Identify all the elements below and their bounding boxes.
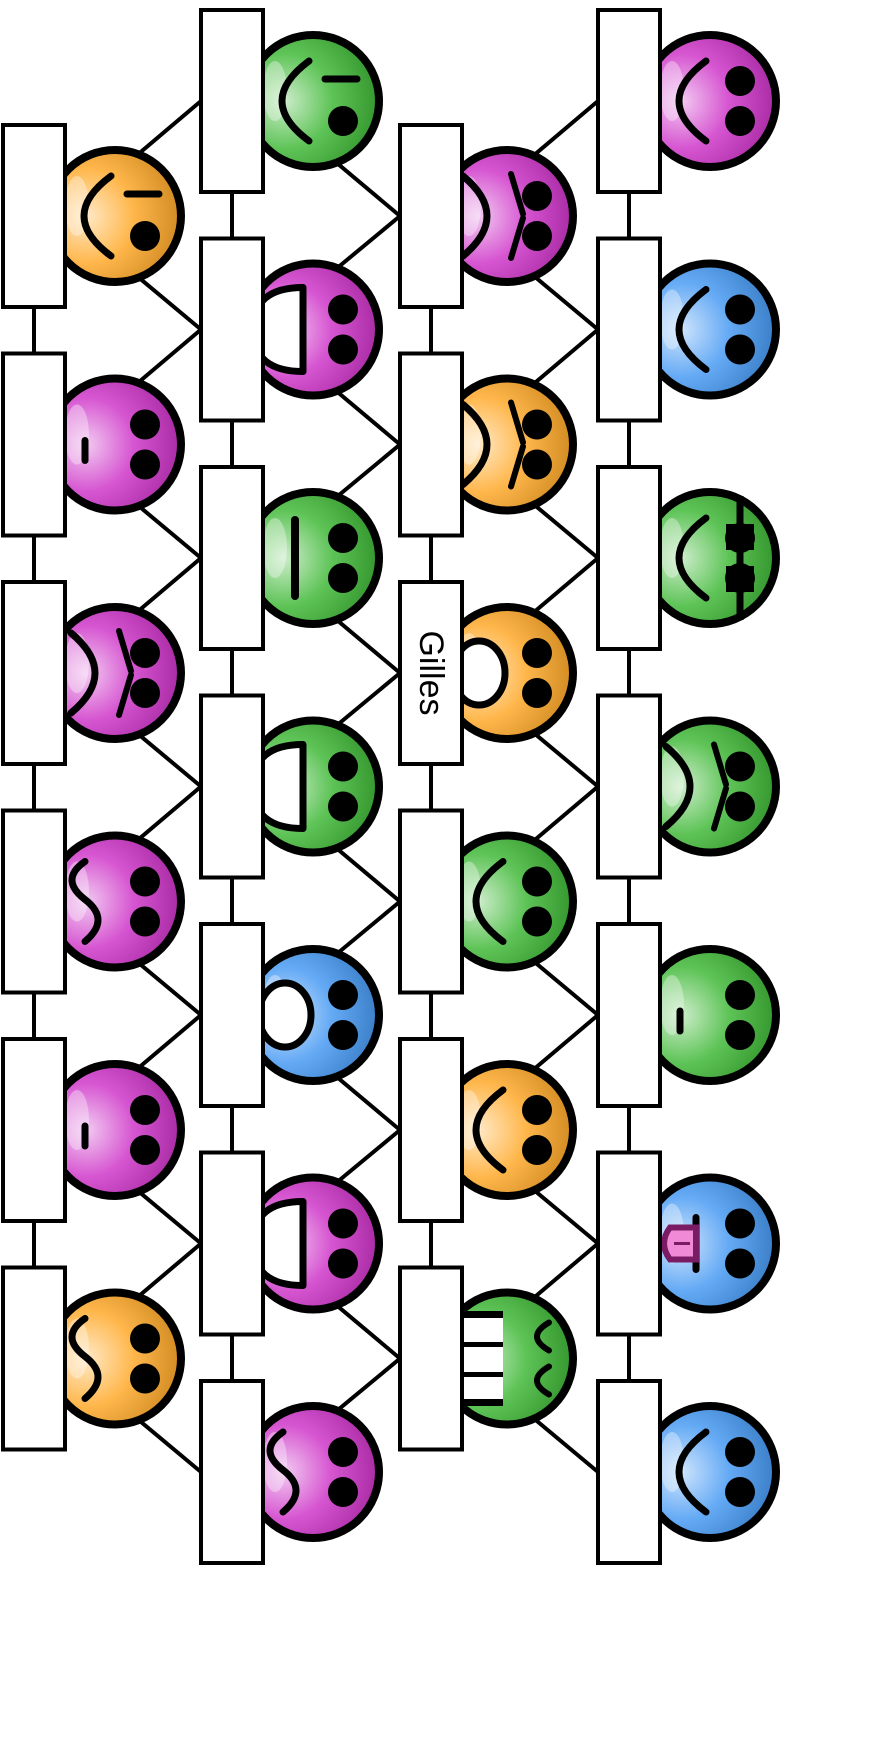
name-slot-box[interactable] xyxy=(201,1153,263,1335)
name-slot-box[interactable]: Gilles xyxy=(400,582,462,764)
name-slot-box[interactable] xyxy=(400,354,462,536)
name-slot-box[interactable] xyxy=(598,467,660,649)
name-slot-box[interactable] xyxy=(598,1381,660,1563)
name-slot-box[interactable] xyxy=(598,10,660,192)
name-slot-box[interactable] xyxy=(598,1153,660,1335)
slot-label: Gilles xyxy=(412,630,450,715)
smiley-face-icon[interactable] xyxy=(49,379,181,511)
name-slot-box[interactable] xyxy=(201,1381,263,1563)
smiley-face-icon[interactable] xyxy=(247,1178,379,1310)
smiley-face-icon[interactable] xyxy=(49,836,181,968)
smiley-face-icon[interactable] xyxy=(247,264,379,396)
name-slot-box[interactable] xyxy=(400,1268,462,1450)
name-slot-box[interactable] xyxy=(400,811,462,993)
name-slot-box[interactable] xyxy=(400,125,462,307)
smiley-face-icon[interactable] xyxy=(247,492,379,624)
smiley-face-icon[interactable] xyxy=(247,35,379,167)
smiley-face-icon[interactable] xyxy=(49,1293,181,1425)
name-slot-box[interactable] xyxy=(3,582,65,764)
name-slot-box[interactable] xyxy=(3,354,65,536)
smiley-face-icon[interactable] xyxy=(644,1178,776,1310)
name-slot-box[interactable] xyxy=(201,696,263,878)
smiley-face-icon[interactable] xyxy=(49,1064,181,1196)
smiley-face-icon[interactable] xyxy=(644,492,776,624)
smiley-face-icon[interactable] xyxy=(644,35,776,167)
smiley-face-icon[interactable] xyxy=(49,150,181,282)
smiley-face-icon[interactable] xyxy=(247,949,379,1081)
name-slot-box[interactable] xyxy=(3,125,65,307)
smiley-face-icon[interactable] xyxy=(247,721,379,853)
name-slot-box[interactable] xyxy=(201,10,263,192)
name-slot-box[interactable] xyxy=(400,1039,462,1221)
smiley-face-icon[interactable] xyxy=(644,1406,776,1538)
name-slot-box[interactable] xyxy=(201,239,263,421)
name-slot-box[interactable] xyxy=(598,696,660,878)
name-slot-box[interactable] xyxy=(3,1268,65,1450)
name-slot-box[interactable] xyxy=(598,924,660,1106)
smiley-face-icon[interactable] xyxy=(644,949,776,1081)
smiley-face-icon[interactable] xyxy=(644,264,776,396)
smiley-face-icon[interactable] xyxy=(644,721,776,853)
name-slot-box[interactable] xyxy=(3,811,65,993)
name-slot-box[interactable] xyxy=(598,239,660,421)
name-slot-box[interactable] xyxy=(201,924,263,1106)
smiley-face-icon[interactable] xyxy=(247,1406,379,1538)
smiley-face-icon[interactable] xyxy=(49,607,181,739)
name-slot-box[interactable] xyxy=(3,1039,65,1221)
name-slot-box[interactable] xyxy=(201,467,263,649)
